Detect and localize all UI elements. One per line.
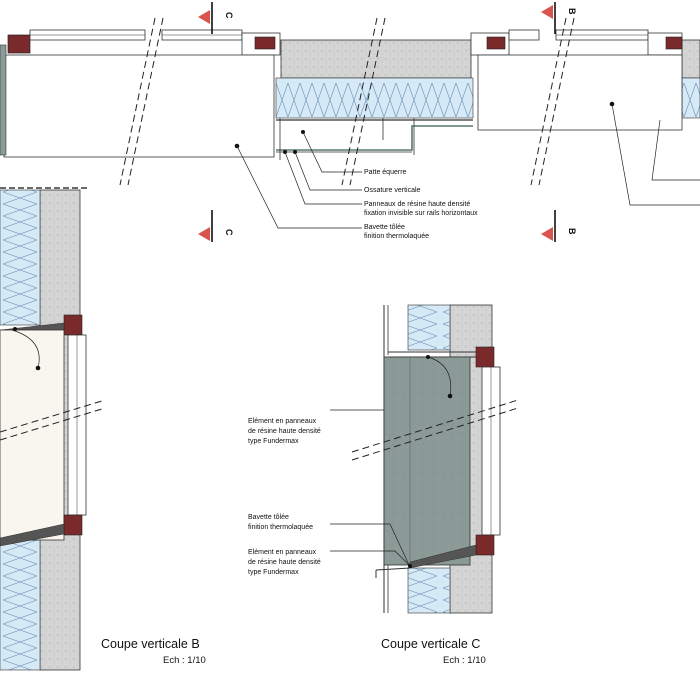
plan-insulation bbox=[275, 77, 474, 119]
section-c-label-bottom: C bbox=[224, 229, 234, 236]
plan-panel-profile bbox=[276, 125, 473, 151]
plan-window-frame-left bbox=[7, 34, 31, 54]
label-c-fundermax-1: type Fundermax bbox=[248, 438, 299, 445]
section-b-insulation-bottom bbox=[0, 539, 41, 671]
label-c-finition: finition thermolaquée bbox=[248, 524, 313, 531]
section-marker-b-top: B bbox=[541, 2, 577, 34]
label-c-resine-2: de résine haute densité bbox=[248, 559, 321, 566]
label-c-element-panneaux-1: Elément en panneaux bbox=[248, 418, 317, 425]
label-panneaux-resine: Panneaux de résine haute densité bbox=[364, 201, 470, 208]
section-b-insulation-top bbox=[0, 189, 41, 326]
section-b-scale: Ech : 1/10 bbox=[163, 655, 206, 666]
plan-reveal-right bbox=[477, 54, 683, 131]
plan-view: C C B B Patte équerre Ossature verticale… bbox=[0, 2, 700, 242]
section-b: Coupe verticale B Ech : 1/10 bbox=[0, 187, 206, 671]
section-c-insulation-top bbox=[407, 304, 451, 351]
section-c-scale: Ech : 1/10 bbox=[443, 655, 486, 666]
label-c-fundermax-2: type Fundermax bbox=[248, 569, 299, 576]
section-b-label-top: B bbox=[567, 8, 577, 15]
section-c-label-top: C bbox=[224, 12, 234, 19]
section-b-label-bottom: B bbox=[567, 228, 577, 235]
label-c-resine-1: de résine haute densité bbox=[248, 428, 321, 435]
plan-concrete-wall-right bbox=[681, 39, 700, 79]
section-c-insulation-bottom bbox=[407, 567, 451, 614]
label-c-bavette: Bavette tôlée bbox=[248, 514, 289, 521]
label-patte-equerre: Patte équerre bbox=[364, 169, 407, 176]
section-marker-c-bottom: C bbox=[198, 210, 234, 242]
label-c-element-panneaux-2: Elément en panneaux bbox=[248, 549, 317, 556]
section-c-panel bbox=[383, 356, 471, 566]
label-bavette-toleee: Bavette tôlée bbox=[364, 224, 405, 231]
section-b-reveal bbox=[0, 329, 65, 541]
label-finition-thermolaquee: finition thermolaquée bbox=[364, 233, 429, 240]
plan-insulation-right bbox=[681, 77, 700, 119]
section-c-title: Coupe verticale C bbox=[381, 637, 480, 651]
plan-reveal-left bbox=[3, 54, 275, 158]
label-ossature-verticale: Ossature verticale bbox=[364, 187, 421, 194]
section-marker-c-top: C bbox=[198, 2, 234, 34]
label-fixation-invisible: fixation invisible sur rails horizontaux bbox=[364, 210, 478, 217]
plan-concrete-wall bbox=[280, 39, 472, 79]
section-marker-b-bottom: B bbox=[541, 210, 577, 242]
section-c: Elément en panneaux de résine haute dens… bbox=[248, 304, 519, 666]
section-b-title: Coupe verticale B bbox=[101, 637, 200, 651]
